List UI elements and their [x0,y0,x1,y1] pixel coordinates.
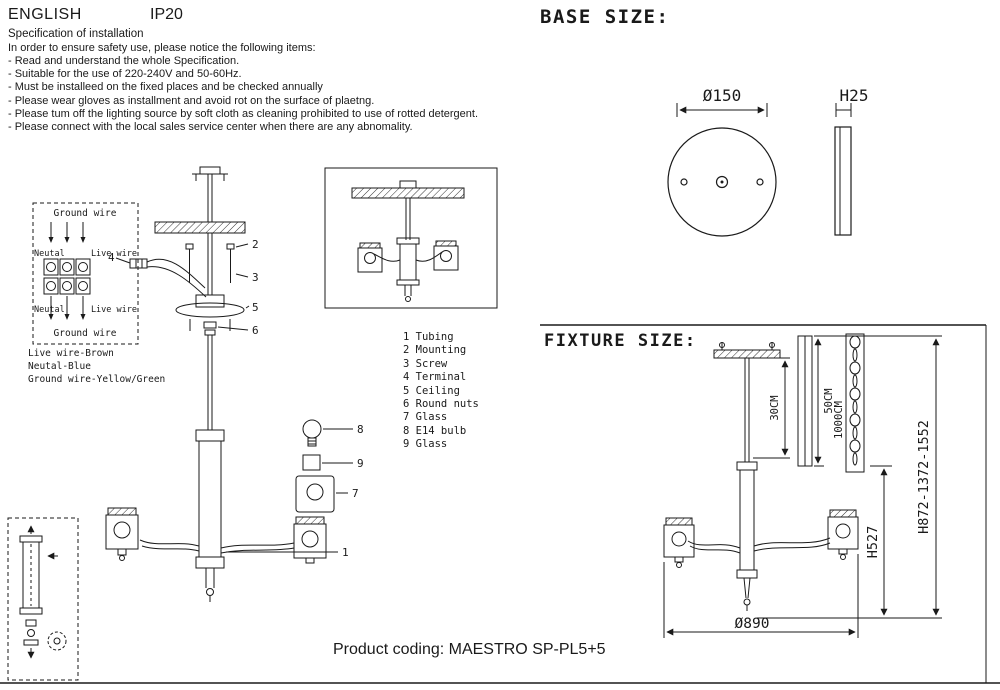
parts-list-item: 1 Tubing [403,331,454,343]
wiring-row1-right: Live wire [91,249,137,259]
base-size-diagram: Ø150 H25 [667,86,869,237]
mounting-bracket [199,166,221,175]
dim-overall-height: H872-1372-1552 [916,420,932,534]
specification-block: Specification of installation In order t… [8,28,528,134]
right-shade [293,523,327,559]
parts-list-item: 2 Mounting [403,344,467,357]
base-diameter-label: Ø150 [703,86,742,105]
assembled-view-inset [324,167,498,309]
parts-list-item: 8 E14 bulb [403,424,467,437]
round-nut [203,321,217,329]
center-tube [198,440,222,558]
terminal-block [129,258,148,269]
spec-intro: In order to ensure safety use, please no… [8,42,316,54]
parts-list-item: 3 Screw [403,357,448,370]
spec-item: - Must be installeed on the fixed places… [8,81,323,94]
parts-list-item: 6 Round nuts [403,398,479,411]
dim-30cm: 30CM [769,395,781,420]
wiring-box [32,202,139,345]
chain-1000cm [845,333,865,473]
parts-list: 1 Tubing 2 Mounting 3 Screw 4 Terminal 5… [403,331,479,452]
canopy-box [195,294,225,308]
legend-neutral: Neutal-Blue [28,361,91,372]
parts-list-item: 7 Glass [403,411,448,424]
product-coding: Product coding: MAESTRO SP-PL5+5 [333,641,606,658]
inner-glass [302,454,321,471]
callout-2: 2 [252,238,259,251]
glass-shade [295,475,335,513]
callout-5: 5 [252,301,259,314]
fixture-size-title: FIXTURE SIZE: [544,331,697,351]
callout-9: 9 [357,457,364,470]
left-shade [105,514,139,550]
dim-diameter-890: Ø890 [735,616,770,632]
callout-8: 8 [357,423,364,436]
wire-color-legend: Live wire-Brown Neutal-Blue Ground wire-… [28,347,165,386]
ceiling-canopy [175,302,245,318]
fixture-right-shade [827,516,859,550]
callout-6: 6 [252,324,259,337]
inset-border [324,167,498,309]
wiring-row2-right: Live wire [91,305,137,315]
callout-4: 4 [108,251,115,264]
parts-list-item: 9 Glass [403,438,448,451]
base-plate-top-view [667,127,777,237]
tube-top-cap [195,429,225,442]
wiring-diagram: Ground wire Neutal Live wire Neutal Live… [32,202,139,345]
dim-chain: 1000CM [833,401,845,439]
wiring-row1-left: Neutal [34,249,65,259]
callout-3: 3 [252,271,259,284]
ip-rating-label: IP20 [150,6,183,23]
dim-h527: H527 [865,526,881,559]
parts-list-item: 5 Ceiling [403,384,460,397]
spec-item: - Please connect with the local sales se… [8,121,413,134]
right-arm [220,542,295,549]
frame-lines [0,324,1000,684]
base-height-label: H25 [840,86,869,105]
fixture-center-tube [739,469,755,571]
fixture-size-diagram: 30CM 50CM 1000CM H527 H872-1372-1552 [663,333,942,638]
wiring-row2-left: Neutal [34,305,65,315]
language-label: ENGLISH [8,6,82,23]
spec-item: - Suitable for the use of 220-240V and 5… [8,68,242,81]
assembly-diagram: 2 3 4 5 6 [105,166,364,602]
spec-item: - Please tum off the lighting source by … [8,107,479,120]
wire [146,266,207,298]
e14-bulb [302,419,322,439]
spec-item: - Read and understand the whole Specific… [8,55,240,67]
fixture-left-shade [663,524,695,558]
dim-50cm: 50CM [823,388,835,413]
left-arm [139,539,200,547]
ceiling-mount [713,349,781,359]
detail-box [7,517,79,681]
tube-detail-inset [7,517,79,681]
spec-title: Specification of installation [8,28,144,40]
wiring-bottom-label: Ground wire [54,328,117,339]
base-plate-side-view [834,126,852,236]
tube-bottom-cap [195,556,225,569]
parts-list-item: 4 Terminal [403,371,467,384]
wiring-top-label: Ground wire [54,208,117,219]
legend-ground: Ground wire-Yellow/Green [28,374,166,385]
callout-7: 7 [352,487,359,500]
callout-1: 1 [342,546,349,559]
legend-live: Live wire-Brown [28,348,114,359]
fixture-right-arm [753,537,831,547]
fixture-left-arm [687,540,741,549]
wire [146,258,206,289]
base-size-title: BASE SIZE: [540,6,670,28]
ceiling-hatch [154,221,246,234]
spec-item: - Please wear gloves as installment and … [8,94,375,107]
